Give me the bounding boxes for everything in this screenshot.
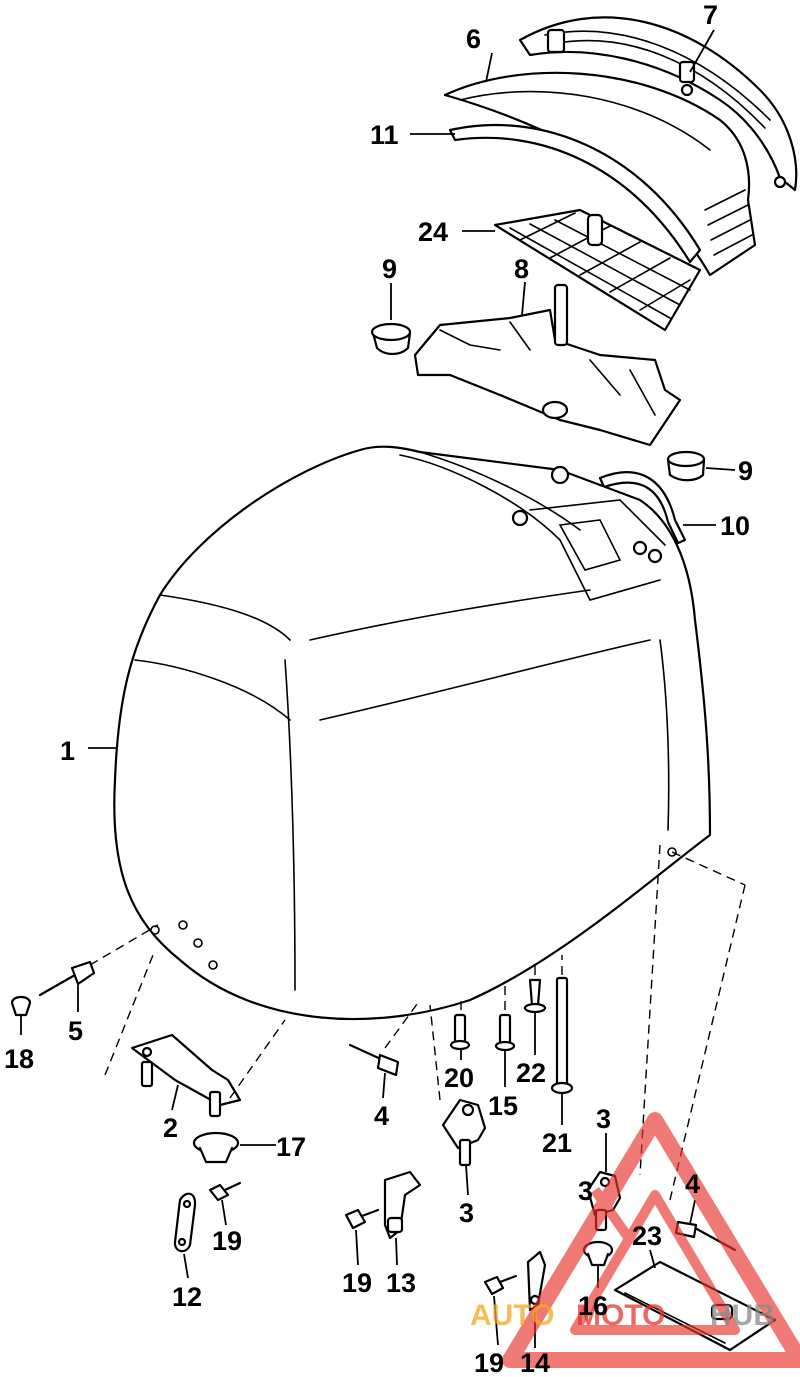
callout-20: 20 [444, 1063, 474, 1093]
part-13-l-bracket [383, 1170, 422, 1240]
callout-19-mid: 19 [342, 1268, 372, 1298]
leader-lines [20, 29, 736, 1348]
part-3-latch-mid [441, 1098, 487, 1167]
part-4-pin-left [348, 1043, 400, 1077]
callout-12: 12 [172, 1282, 202, 1312]
part-19-bolt-mid [344, 1208, 380, 1230]
callout-9-upper: 9 [382, 254, 397, 284]
callout-18: 18 [4, 1044, 34, 1074]
callout-9-right: 9 [738, 456, 753, 486]
callout-1: 1 [60, 736, 75, 766]
part-1-cowl [113, 445, 712, 1021]
callout-7: 7 [703, 0, 718, 30]
part-7-rail [518, 16, 798, 192]
callout-13: 13 [386, 1268, 416, 1298]
part-17-grommet [192, 1131, 240, 1164]
callout-5: 5 [68, 1016, 83, 1046]
part-2-bracket [130, 1033, 242, 1118]
callout-10: 10 [720, 511, 750, 541]
callout-4-right: 4 [685, 1169, 700, 1199]
assembly-lines [89, 844, 746, 1201]
callout-8: 8 [514, 254, 529, 284]
callout-4-left: 4 [374, 1101, 389, 1131]
part-19-bolt-left [208, 1181, 242, 1202]
callout-15: 15 [488, 1091, 518, 1121]
part-19-bolt-right [483, 1274, 518, 1296]
part-9-grommet-right [666, 450, 706, 482]
part-20-screw [449, 1013, 471, 1051]
part-24-grille [493, 208, 702, 332]
callout-3-mid: 3 [459, 1198, 474, 1228]
watermark-text: AUTO MOTO HUB [470, 1299, 775, 1332]
part-12-link [173, 1192, 197, 1253]
callout-3-small: 3 [578, 1176, 593, 1206]
watermark-hub: HUB [710, 1299, 775, 1332]
callout-23: 23 [632, 1221, 662, 1251]
callout-2: 2 [163, 1113, 178, 1143]
callout-11: 11 [370, 120, 399, 150]
callout-19-right: 19 [474, 1348, 504, 1377]
callouts: 1 6 7 11 24 9 8 9 10 5 18 2 17 19 12 19 … [4, 0, 753, 1377]
callout-16: 16 [578, 1291, 608, 1321]
callout-6: 6 [466, 24, 481, 54]
part-10-hose [598, 471, 687, 545]
callout-19-left: 19 [212, 1226, 242, 1256]
part-21-bolt [550, 976, 574, 1095]
callout-22: 22 [516, 1058, 546, 1088]
part-16-grommet [582, 1240, 614, 1267]
part-22-screw [523, 978, 547, 1014]
part-11-seal [448, 123, 702, 264]
part-5-pin [38, 960, 96, 997]
watermark-moto: MOTO [576, 1299, 665, 1332]
watermark-logo [502, 1112, 800, 1368]
callout-24: 24 [418, 217, 448, 247]
part-15-screw [494, 1013, 516, 1052]
callout-14: 14 [520, 1348, 550, 1377]
callout-21: 21 [542, 1128, 572, 1158]
part-8-air-duct [413, 283, 682, 447]
watermark-auto: AUTO [470, 1299, 554, 1332]
part-18-cap [10, 995, 32, 1017]
callout-17: 17 [276, 1132, 306, 1162]
callout-3-right: 3 [596, 1104, 611, 1134]
part-9-grommet-upper [370, 322, 412, 356]
